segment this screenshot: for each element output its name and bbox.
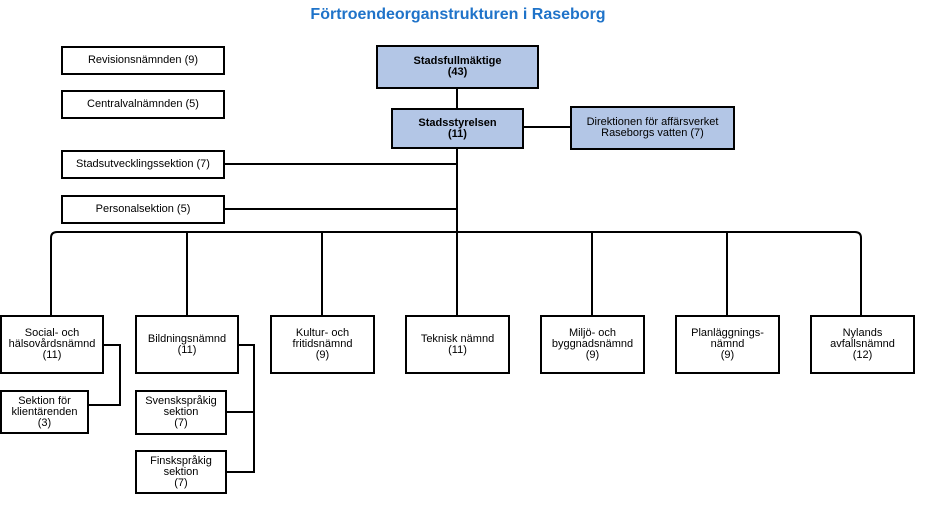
node-label: Revisionsnämnden (9): [87, 54, 199, 66]
node-count: (9): [315, 349, 330, 361]
node-label-2: avfallsnämnd: [830, 338, 895, 350]
node-count: (7): [174, 417, 188, 429]
node-label: Direktionen för affärsverket: [586, 116, 719, 128]
node-label: Stadsstyrelsen: [418, 116, 497, 129]
node-stadsutvecklingssektion[interactable]: Stadsutvecklingssektion (7): [61, 150, 225, 179]
node-label: Svenskspråkig: [145, 395, 217, 407]
node-label: Planläggnings-: [691, 327, 764, 339]
node-label-2: Raseborgs vatten (7): [601, 127, 704, 139]
node-social-och-halsovardsnamnd[interactable]: Social- och hälsovårdsnämnd (11): [0, 315, 104, 374]
node-label: Stadsfullmäktige: [413, 55, 502, 67]
node-count: (43): [447, 66, 468, 78]
node-direktionen[interactable]: Direktionen för affärsverket Raseborgs v…: [570, 106, 735, 150]
node-kultur-och-fritidsnamnd[interactable]: Kultur- och fritidsnämnd (9): [270, 315, 375, 374]
node-count: (9): [720, 349, 735, 361]
node-label: Social- och: [24, 327, 80, 339]
node-label: Kultur- och: [295, 327, 350, 339]
node-teknisk-namnd[interactable]: Teknisk nämnd (11): [405, 315, 510, 374]
node-label-2: hälsovårdsnämnd: [8, 338, 96, 350]
node-nylands-avfallsnamnd[interactable]: Nylands avfallsnämnd (12): [810, 315, 915, 374]
node-count: (11): [177, 343, 197, 356]
node-count: (11): [448, 343, 467, 356]
node-label-2: klientärenden: [11, 405, 78, 418]
node-label: Centralvalnämnden (5): [87, 98, 199, 110]
node-count: (11): [448, 127, 467, 140]
node-bildningsnamnd[interactable]: Bildningsnämnd (11): [135, 315, 239, 374]
node-label: Nylands: [842, 327, 883, 339]
node-svensksprakig-sektion[interactable]: Svenskspråkig sektion (7): [135, 390, 227, 435]
node-centralvalnamnden[interactable]: Centralvalnämnden (5): [61, 90, 225, 119]
node-label-2: sektion: [163, 465, 199, 478]
node-label-2: nämnd: [710, 338, 745, 350]
node-label: Bildningsnämnd: [147, 332, 227, 345]
chart-title: Förtroendeorganstrukturen i Raseborg: [310, 6, 606, 23]
node-label: Sektion för: [18, 394, 71, 407]
node-personalsektion[interactable]: Personalsektion (5): [61, 195, 225, 224]
node-count: (7): [174, 476, 188, 489]
connector-social-klient: [89, 344, 121, 406]
node-revisionsnamnden[interactable]: Revisionsnämnden (9): [61, 46, 225, 75]
node-count: (12): [852, 349, 873, 361]
node-stadsstyrelsen[interactable]: Stadsstyrelsen (11): [391, 108, 524, 149]
node-label-2: fritidsnämnd: [292, 338, 353, 350]
node-label-2: byggnadsnämnd: [551, 338, 634, 350]
node-label: Teknisk nämnd: [420, 332, 495, 345]
node-miljo-och-byggnadsnamnd[interactable]: Miljö- och byggnadsnämnd (9): [540, 315, 645, 374]
connector-bildning-finsk: [227, 344, 255, 473]
node-sektion-for-klientarenden[interactable]: Sektion för klientärenden (3): [0, 390, 89, 434]
node-label: Miljö- och: [568, 327, 617, 339]
node-count: (11): [42, 349, 62, 361]
node-count: (9): [585, 349, 600, 361]
node-label-2: sektion: [163, 406, 199, 418]
node-finsksprakig-sektion[interactable]: Finskspråkig sektion (7): [135, 450, 227, 494]
node-stadsfullmaktige[interactable]: Stadsfullmäktige (43): [376, 45, 539, 89]
node-label: Stadsutvecklingssektion (7): [76, 158, 210, 170]
node-planlaggningsnamnd[interactable]: Planläggnings- nämnd (9): [675, 315, 780, 374]
node-count: (3): [37, 416, 52, 429]
node-label: Finskspråkig: [150, 454, 212, 467]
node-label: Personalsektion (5): [95, 203, 191, 215]
